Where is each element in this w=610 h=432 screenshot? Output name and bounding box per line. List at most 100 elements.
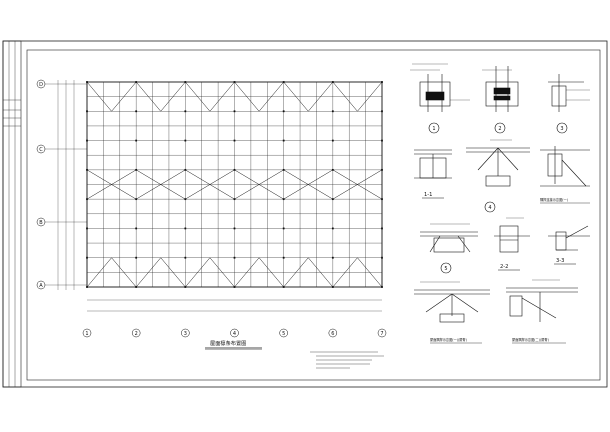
brace-diagonal [234,169,260,185]
brace-diagonal [111,169,137,185]
brace-diagonal [160,81,186,112]
node-mark [135,110,138,113]
node-mark [86,198,88,201]
detail-5-number: 5 [444,266,447,272]
roof-purlin-plan [86,81,383,288]
brace-diagonal [111,81,137,112]
node-mark [184,227,187,230]
brace-diagonal [308,257,334,288]
brace-diagonal [160,184,186,200]
column-axis-label: 2 [135,331,138,337]
node-mark [233,198,236,201]
brace-diagonal [209,257,235,288]
node-mark [233,110,236,113]
node-mark [86,227,88,230]
detail-2-drawing [482,66,519,112]
node-mark [86,168,88,171]
column-axis-bubble [328,328,338,338]
detail-3-number: 3 [560,126,563,132]
column-axis-bubble [82,328,92,338]
node-mark [381,227,383,230]
node-mark [86,110,88,113]
column-axis-bubble [279,328,288,338]
detail-4-number: 4 [488,205,491,211]
node-mark [86,139,88,142]
brace-diagonal [258,184,284,200]
node-mark [184,198,187,201]
bracing-detail-a-caption: 隅撑连接示意图(一) [540,197,568,202]
brace-diagonal [86,184,112,200]
row-axis-d: D [39,82,43,88]
node-mark [135,227,138,230]
brace-diagonal [357,169,383,185]
node-mark [233,227,236,230]
brace-diagonal [111,184,137,200]
column-axis-bubble [377,328,387,338]
brace-diagonal [209,81,235,112]
brace-diagonal [283,257,309,288]
node-mark [282,198,285,201]
node-mark [184,168,187,171]
section-3-3-label: 3-3 [556,258,564,264]
brace-diagonal [136,184,161,200]
node-mark [233,168,236,171]
brace-diagonal [185,184,211,200]
column-axis-bubble [131,328,141,338]
node-mark [282,81,285,83]
node-mark [331,227,334,230]
brace-diagonal [357,257,383,288]
node-mark [233,286,236,288]
brace-diagonal [283,81,309,112]
detail-4-drawing [466,139,530,187]
brace-diagonal [357,81,383,112]
detail-1-drawing [410,63,470,112]
column-axis-label: 3 [184,331,187,337]
node-mark [381,286,383,288]
node-mark [233,256,236,259]
brace-diagonal [332,81,358,112]
node-mark [233,139,236,142]
brace-diagonal [258,81,284,112]
node-mark [86,256,88,259]
node-mark [282,110,285,113]
bracing-detail-a-drawing [540,146,590,187]
node-mark [86,286,88,288]
node-mark [135,139,138,142]
column-axis-bubble [230,328,239,338]
brace-diagonal [234,81,260,112]
brace-diagonal [86,169,112,185]
node-mark [381,81,383,83]
brace-diagonal [209,184,235,200]
node-mark [331,198,334,201]
brace-diagonal [308,184,333,200]
brace-diagonal [160,169,186,185]
brace-diagonal [86,81,112,112]
brace-diagonal [234,257,260,288]
brace-diagonal [332,184,358,200]
node-mark [86,81,88,83]
column-axis-label: 4 [233,331,236,337]
column-axis-label: 1 [85,331,88,337]
brace-diagonal [332,169,358,185]
node-mark [331,139,334,142]
binding-strip [2,40,22,388]
node-mark [282,227,285,230]
node-mark [381,256,383,259]
row-axis-b: B [39,220,43,226]
node-mark [331,286,334,288]
node-mark [381,110,383,113]
node-mark [135,81,138,83]
node-mark [282,286,285,288]
column-axis-label: 6 [331,331,334,337]
node-mark [381,168,383,171]
section-1-1-drawing [414,149,452,179]
node-mark [381,139,383,142]
column-axis-label: 7 [380,331,383,337]
node-mark [331,81,334,83]
node-mark [282,139,285,142]
brace-diagonal [111,257,137,288]
brace-diagonal [86,257,112,288]
node-mark [184,110,187,113]
